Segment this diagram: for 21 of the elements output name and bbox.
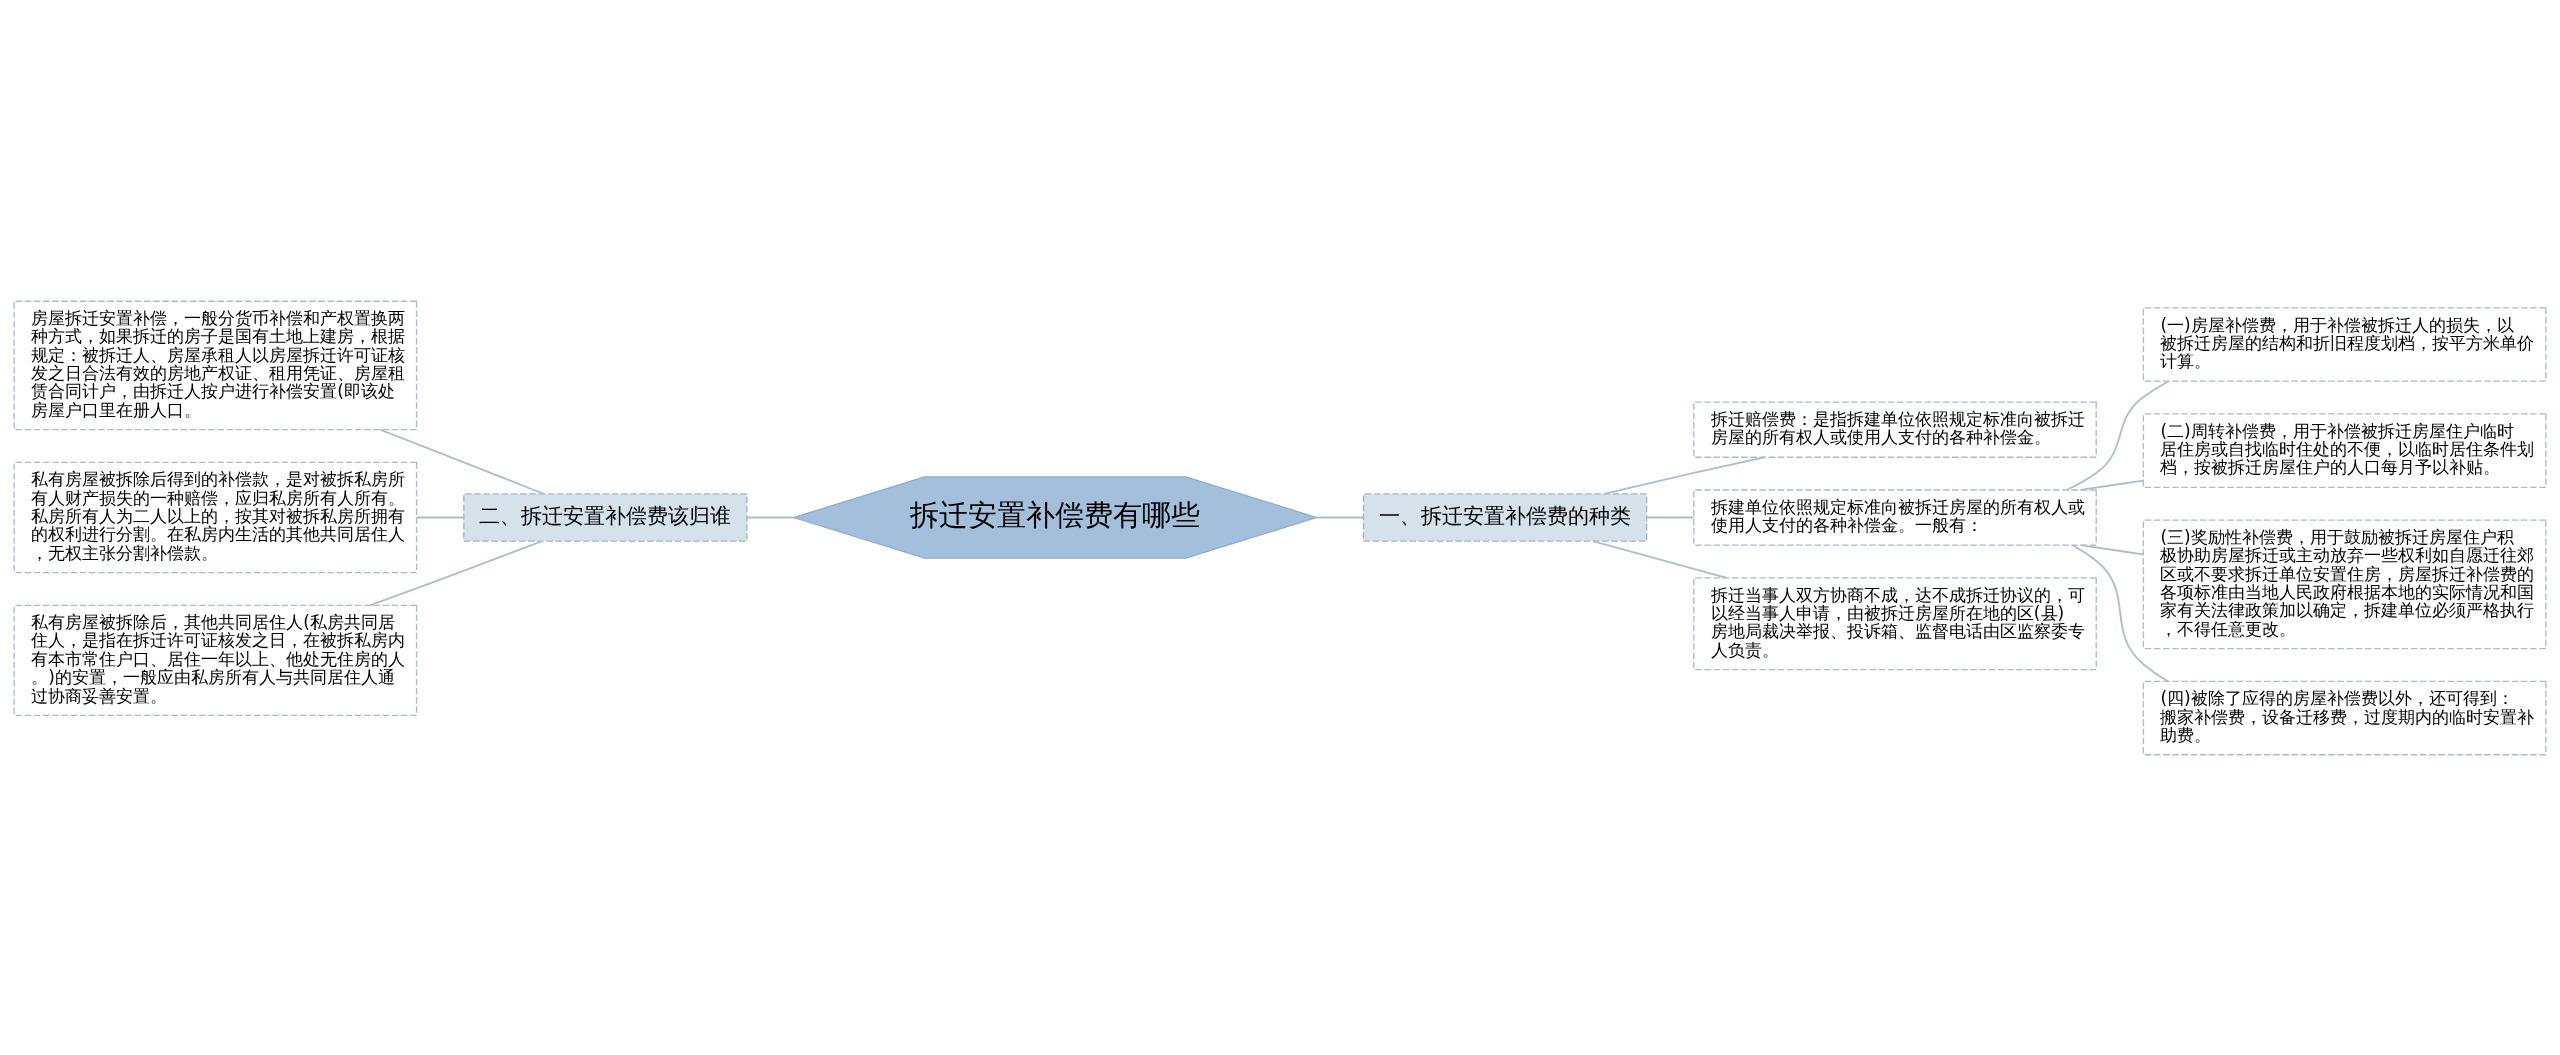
connector [415,516,465,518]
node-box: (四)被除了应得的房屋补偿费以外，还可得到：搬家补偿费，设备迁移费，过度期内的临时安置补助费。 [2142,680,2547,755]
node-box: (三)奖励性补偿费，用于鼓励被拆迁房屋住户积极协助房屋拆迁或主动放弃一些权利如自愿迁往郊区或不要求拆迁单位安置住房，房屋拆迁补偿费的各项标准由当地人民政府根据本地的实际情况和国家有关法律政策加以确定，拆建单位必须严格执行，不得任意更改。 [2142,519,2547,649]
node-box: 二、拆迁安置补偿费该归谁 [463,492,748,542]
connector [369,539,543,606]
node-box: 拆建单位依照规定标准向被拆迁房屋的所有权人或使用人支付的各种补偿金。一般有： [1693,488,2097,546]
node-box: 私有房屋被拆除后得到的补偿款，是对被拆私房所有人财产损失的一种赔偿，应归私房所有人所有。私房所有人为二人以上的，按其对被拆私房所拥有的权利进行分割。在私房内生活的其他共同居住人，无权主张分割补偿款。 [13,461,418,573]
node-box: (二)周转补偿费，用于补偿被拆迁房屋住户临时居住房或自找临时住处的不便，以临时居住条件划档，按被拆迁房屋住户的人口每月予以补贴。 [2142,412,2547,488]
connector [746,516,795,518]
connector [1645,516,1695,518]
node-box: 私有房屋被拆除后，其他共同居住人(私房共同居住人，是指在拆迁许可证核发之日，在被拆私房内有本市常住户口、居住一年以上、他处无住房的人。)的安置，一般应由私房所有人与共同居住人通过协商妥善安置。 [13,604,418,716]
connector [1315,516,1365,518]
node-box: 一、拆迁安置补偿费的种类 [1362,492,1648,542]
node-box: 拆迁赔偿费：是指拆建单位依照规定标准向被拆迁房屋的所有权人或使用人支付的各种补偿金。 [1693,401,2097,458]
node-box: (一)房屋补偿费，用于补偿被拆迁人的损失，以被拆迁房屋的结构和折旧程度划档，按平方米单价计算。 [2142,306,2547,382]
connector [2065,379,2170,491]
connector [2071,543,2169,682]
node-box: 拆迁当事人双方协商不成，达不成拆迁协议的，可以经当事人申请，由被拆迁房屋所在地的区(县)房地局裁决举报、投诉箱、监督电话由区监察委专人负责。 [1693,576,2097,670]
connector [2079,479,2145,491]
node-box: 房屋拆迁安置补偿，一般分货币补偿和产权置换两种方式，如果拆迁的房子是国有土地上建房，根据规定：被拆迁人、房屋承租人以房屋拆迁许可证核发之日合法有效的房地产权证、租用凭证、房屋租赁合同计户，由拆迁人按户进行补偿安置(即该处房屋户口里在册人口。 [13,300,418,430]
connector [2079,543,2145,555]
